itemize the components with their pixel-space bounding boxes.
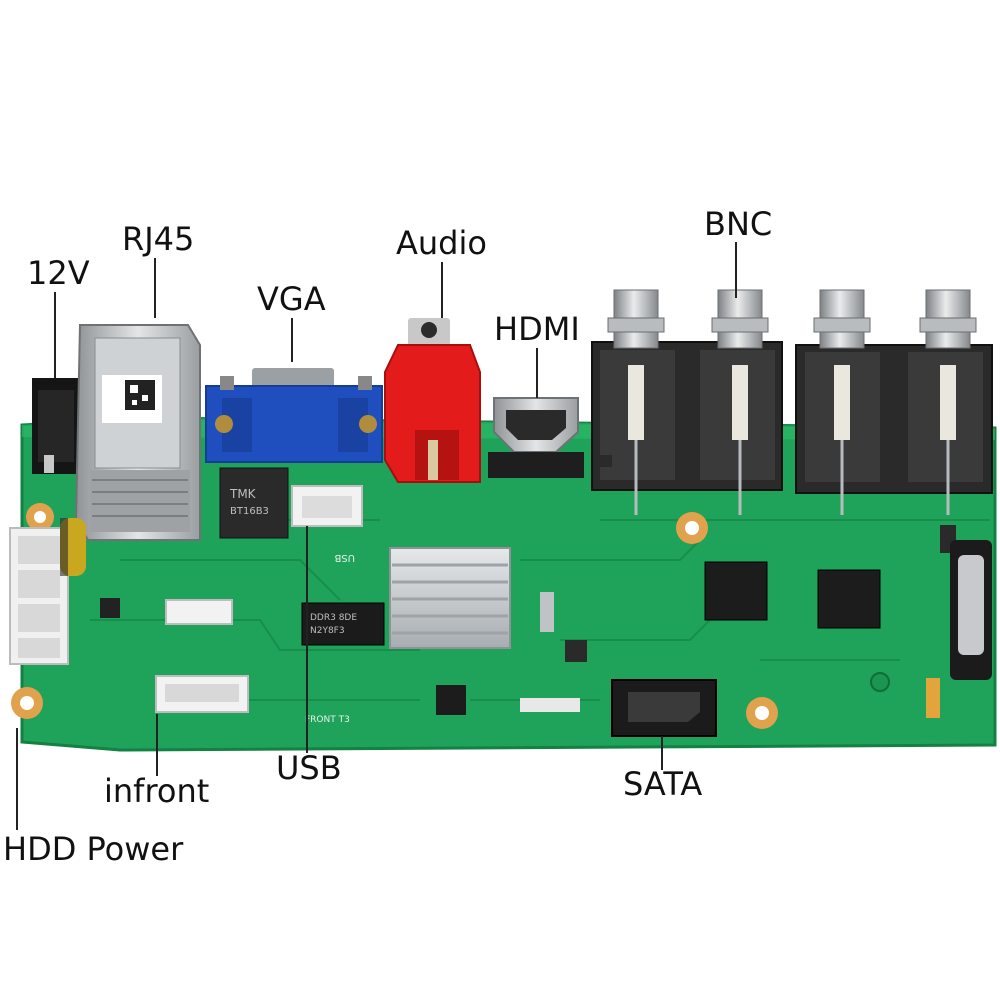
front-silkscreen: FRONT T3 bbox=[305, 715, 350, 725]
label-sata: SATA bbox=[623, 765, 703, 803]
power-12v-jack bbox=[32, 378, 80, 474]
capacitor bbox=[60, 518, 86, 576]
usb-header: USB bbox=[291, 485, 363, 563]
infront-connector: FRONT T3 bbox=[155, 599, 350, 725]
bnc-jack bbox=[919, 289, 977, 515]
heatsink bbox=[389, 547, 511, 649]
vga-connector bbox=[205, 368, 383, 463]
battery-holder bbox=[950, 540, 992, 680]
label-infront: infront bbox=[104, 772, 210, 810]
label-12v: 12V bbox=[27, 254, 90, 292]
bnc-connectors bbox=[591, 341, 993, 494]
small-components bbox=[100, 455, 940, 718]
processor-chips bbox=[436, 525, 956, 715]
hdd-power-connector bbox=[9, 527, 69, 665]
label-hdd-power: HDD Power bbox=[3, 830, 184, 868]
rj45-jack bbox=[74, 324, 201, 541]
ram-marking-line2: N2Y8F3 bbox=[310, 626, 345, 636]
bnc-jack bbox=[813, 289, 871, 515]
bnc-jacks bbox=[607, 289, 977, 515]
hdmi-port bbox=[488, 397, 584, 478]
bnc-jack bbox=[607, 289, 665, 515]
ram-marking-line1: DDR3 8DE bbox=[310, 613, 357, 623]
ic-top-marking: TMK bbox=[229, 487, 257, 501]
label-audio: Audio bbox=[396, 224, 487, 262]
bnc-jack bbox=[711, 289, 769, 515]
ram-chip: DDR3 8DE N2Y8F3 bbox=[301, 602, 385, 646]
mounting-holes bbox=[11, 503, 890, 729]
label-vga: VGA bbox=[257, 280, 326, 318]
label-hdmi: HDMI bbox=[494, 310, 580, 348]
ic-bottom-marking: BT16B3 bbox=[230, 506, 269, 517]
label-usb: USB bbox=[276, 749, 342, 787]
network-transformer-ic: TMK BT16B3 bbox=[219, 467, 289, 539]
usb-silkscreen: USB bbox=[334, 552, 355, 563]
leader-lines bbox=[16, 242, 737, 830]
qr-sticker bbox=[102, 375, 162, 423]
sata-connector bbox=[611, 679, 717, 737]
audio-rca-connector bbox=[384, 318, 481, 483]
label-rj45: RJ45 bbox=[122, 220, 195, 258]
label-bnc: BNC bbox=[704, 205, 773, 243]
